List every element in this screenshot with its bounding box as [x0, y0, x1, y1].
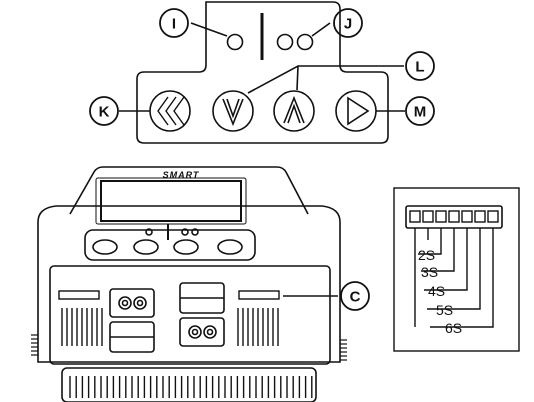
button-panel	[84, 229, 256, 261]
balance-pin	[461, 210, 473, 223]
balance-port-right[interactable]	[238, 290, 280, 300]
base-vents	[69, 376, 313, 398]
led-indicator-j-left	[276, 33, 294, 51]
balance-port-left[interactable]	[58, 290, 100, 300]
panel-down-button[interactable]	[133, 239, 159, 255]
callout-i-label: I	[172, 16, 176, 33]
lcd-bezel	[95, 177, 247, 225]
leader-l	[247, 65, 404, 94]
control-panel-detail: I J K L M	[89, 1, 435, 144]
panel-enter-button[interactable]	[217, 239, 243, 255]
right-vents	[237, 308, 279, 346]
led-indicator-j-right	[296, 33, 314, 51]
output-port-top[interactable]	[109, 288, 155, 318]
brand-mark: SMART	[163, 170, 200, 180]
balance-pin	[487, 210, 499, 223]
cell-wire	[424, 228, 468, 291]
balance-pin	[474, 210, 486, 223]
panel-up-button[interactable]	[173, 239, 199, 255]
base-vent-panel	[61, 367, 317, 402]
balance-pin	[422, 210, 434, 223]
leader-i	[190, 22, 228, 37]
callout-c-circle	[340, 281, 370, 311]
charger-body	[37, 222, 341, 363]
cell-label-4s: 4S	[428, 283, 445, 299]
balance-pin	[409, 210, 421, 223]
balance-port-detail: 2S 3S 4S 5S 6S C	[283, 187, 520, 352]
charger-illustration: SMART	[31, 166, 347, 402]
callout-i-circle	[159, 8, 189, 38]
callout-j-label: J	[344, 16, 352, 33]
balance-pins	[409, 210, 499, 223]
leader-j	[311, 22, 331, 37]
panel-led-2	[181, 228, 189, 236]
cell-wire	[418, 228, 442, 255]
back-button[interactable]	[149, 90, 191, 132]
cell-label-6s: 6S	[445, 320, 462, 336]
right-grip	[340, 339, 347, 361]
enter-button[interactable]	[335, 90, 377, 132]
callout-j-circle	[333, 8, 363, 38]
cell-label-3s: 3S	[421, 264, 438, 280]
panel-led-1	[145, 228, 153, 236]
control-panel-outline	[136, 1, 389, 144]
callout-k-circle	[89, 96, 119, 126]
led-indicator-i	[226, 33, 244, 51]
charger-top-housing	[69, 166, 309, 215]
panel-led-3	[191, 228, 199, 236]
down-button[interactable]	[212, 90, 254, 132]
cell-wire	[421, 228, 455, 272]
charger-top-rim	[37, 205, 341, 223]
chevron-up-icon	[283, 95, 305, 124]
balance-pin	[435, 210, 447, 223]
play-triangle-icon	[347, 96, 370, 126]
cell-label-2s: 2S	[418, 247, 435, 263]
callout-c-label: C	[350, 289, 361, 306]
cell-wire	[427, 228, 481, 310]
left-vents	[61, 308, 103, 346]
left-grip	[31, 334, 38, 356]
callout-m-circle	[405, 96, 435, 126]
panel-back-button[interactable]	[92, 239, 118, 255]
chevron-down-icon	[222, 98, 244, 127]
output-port-bottom[interactable]	[179, 317, 225, 347]
callout-l-circle	[405, 51, 435, 81]
lcd-screen	[100, 180, 242, 222]
charger-face	[49, 265, 331, 365]
double-chevron-left-icon	[157, 96, 185, 126]
cell-count-labels: 2S 3S 4S 5S 6S	[418, 247, 462, 336]
cell-label-5s: 5S	[436, 302, 453, 318]
callout-k-label: K	[99, 104, 110, 121]
balance-detail-frame	[393, 187, 520, 352]
callout-l-label: L	[415, 59, 424, 76]
cell-wire	[430, 228, 494, 328]
callout-m-label: M	[414, 104, 427, 121]
cell-count-wiring	[414, 228, 494, 328]
up-button[interactable]	[273, 90, 315, 132]
balance-pin	[448, 210, 460, 223]
